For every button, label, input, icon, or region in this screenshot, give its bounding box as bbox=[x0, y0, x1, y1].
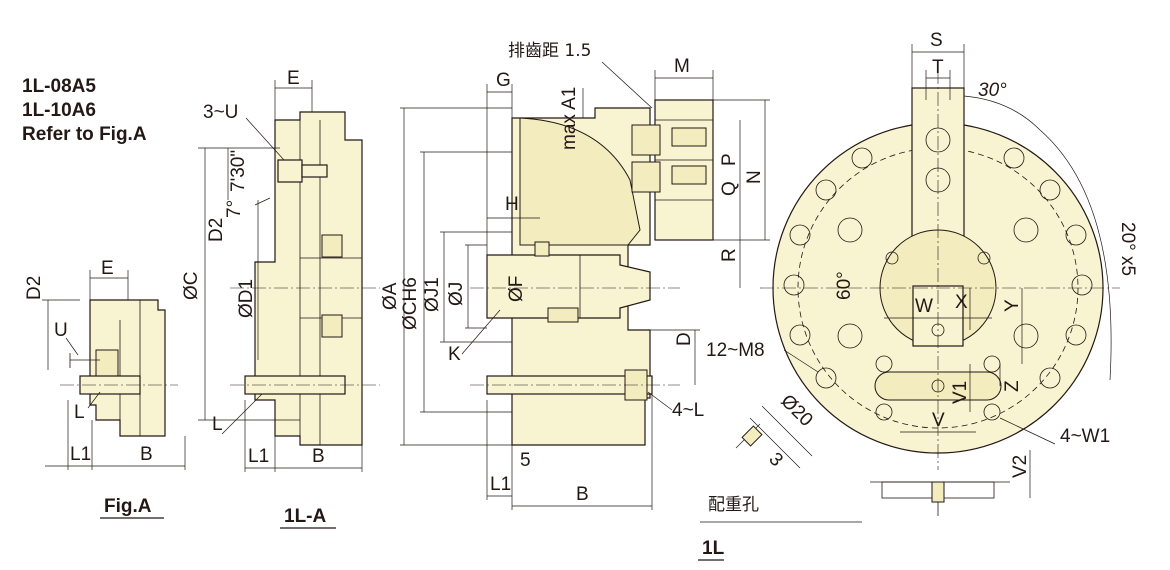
model-line-2: 1L-10A6 bbox=[22, 100, 96, 121]
fig-1l-label-j: ØJ bbox=[446, 282, 467, 306]
fig-1la-label-angle1: 7° bbox=[224, 200, 245, 218]
fig-1l-front: S T 30° 20° x5 60° W X Y V1 Z V 12~M8 4~… bbox=[700, 30, 1138, 523]
model-header: 1L-08A5 1L-10A6 Refer to Fig.A bbox=[22, 76, 147, 145]
fig-1la-label-3u: 3~U bbox=[203, 102, 238, 123]
fig-1l-label-4l: 4~L bbox=[672, 400, 704, 421]
fig-1l-label-a: ØA bbox=[380, 282, 401, 310]
front-label-3: 3 bbox=[764, 449, 786, 471]
fig-1la-label-b: B bbox=[312, 446, 325, 467]
fig-1l-label-k: K bbox=[448, 344, 461, 365]
fig-1la-label-l1: L1 bbox=[248, 446, 269, 467]
front-label-60deg: 60° bbox=[834, 271, 855, 300]
fig-a-label-b: B bbox=[140, 444, 153, 465]
fig-1l-label-maxa1: max A1 bbox=[559, 87, 580, 150]
model-line-1: 1L-08A5 bbox=[22, 76, 96, 97]
fig-1la-caption: 1L-A bbox=[284, 506, 327, 527]
fig-a-label-e: E bbox=[101, 258, 114, 279]
fig-1l-label-d: D bbox=[674, 332, 695, 346]
fig-1l-label-r: R bbox=[719, 248, 740, 262]
fig-1l-caption: 1L bbox=[702, 538, 725, 559]
fig-a: E D2 U L L1 B Fig.A bbox=[24, 258, 186, 519]
fig-a-label-u: U bbox=[54, 320, 68, 341]
balance-hole-label: 配重孔 bbox=[708, 495, 759, 515]
fig-1la-label-l: L bbox=[212, 414, 223, 435]
front-label-w: W bbox=[915, 296, 933, 317]
front-label-z: Z bbox=[1002, 380, 1023, 392]
fig-1l-a: E 3~U ØC D2 7° 7'30" ØD1 L L1 B 1L-A bbox=[181, 68, 380, 529]
fig-1la-label-e: E bbox=[287, 68, 300, 89]
fig-a-label-l1: L1 bbox=[70, 444, 91, 465]
fig-1la-label-d1: ØD1 bbox=[236, 279, 257, 318]
fig-a-label-l: L bbox=[74, 402, 85, 423]
front-label-30deg: 30° bbox=[978, 80, 1007, 101]
bolt-holes bbox=[783, 147, 1093, 421]
front-label-dia20: Ø20 bbox=[776, 391, 816, 431]
fig-1l-label-ch6: ØCH6 bbox=[400, 277, 421, 330]
front-label-20deg: 20° x5 bbox=[1117, 222, 1138, 276]
front-label-t: T bbox=[932, 57, 944, 78]
front-label-s: S bbox=[930, 30, 943, 51]
fig-1la-label-c: ØC bbox=[181, 272, 202, 301]
fig-1l-label-g: G bbox=[496, 70, 511, 91]
fig-a-label-d2: D2 bbox=[24, 276, 45, 300]
fig-1l-label-h: H bbox=[505, 194, 519, 215]
fig-1l-label-q: Q bbox=[719, 181, 740, 196]
front-label-v1: V1 bbox=[950, 381, 971, 404]
fig-1l-label-m: M bbox=[674, 56, 690, 77]
fig-1l-label-j1: ØJ1 bbox=[422, 277, 443, 312]
fig-1l-label-f: ØF bbox=[506, 276, 527, 302]
fig-1l-side: 排齒距 1.5 M G max A1 N P Q R H ØA ØCH6 ØJ1 bbox=[380, 41, 770, 561]
front-label-x: X bbox=[955, 292, 968, 313]
front-label-v: V bbox=[932, 410, 945, 431]
refer-note: Refer to Fig.A bbox=[22, 124, 147, 145]
fig-1l-label-p: P bbox=[719, 153, 740, 166]
fig-1la-label-angle2: 7'30" bbox=[228, 150, 249, 192]
fig-1l-label-l1: L1 bbox=[490, 474, 511, 495]
fig-1l-label-b: B bbox=[576, 484, 589, 505]
fig-a-caption: Fig.A bbox=[104, 496, 152, 517]
front-label-4w1: 4~W1 bbox=[1060, 426, 1110, 447]
fig-1la-label-d2: D2 bbox=[206, 218, 227, 242]
fig-1l-label-5: 5 bbox=[520, 450, 531, 471]
fig-1l-label-pitch: 排齒距 1.5 bbox=[508, 41, 591, 61]
front-label-v2: V2 bbox=[1010, 455, 1031, 478]
fig-1l-label-n: N bbox=[744, 170, 765, 184]
front-label-12m8: 12~M8 bbox=[706, 340, 765, 361]
front-label-y: Y bbox=[1002, 299, 1023, 312]
